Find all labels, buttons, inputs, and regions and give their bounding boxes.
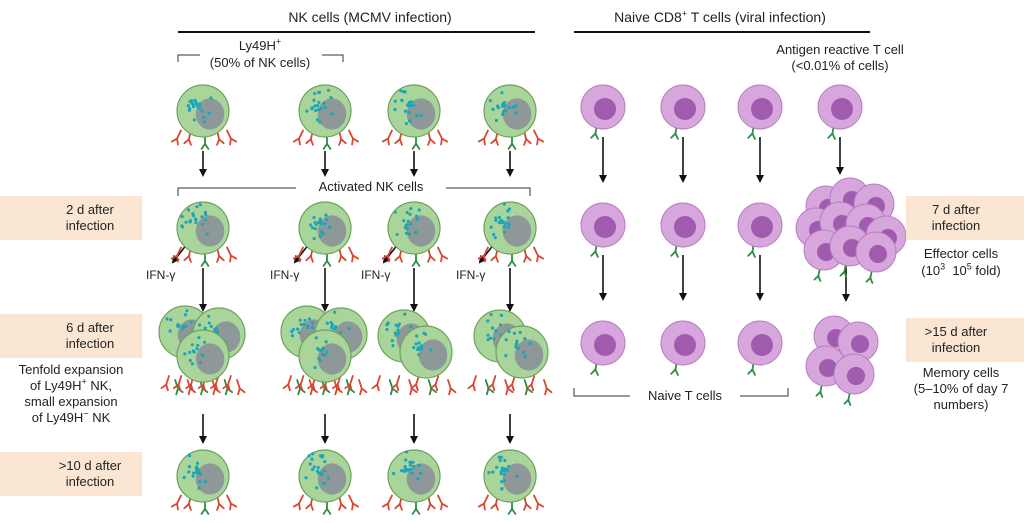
time-box-nk-6d [0,314,142,358]
effector-fold-label: (103 105 fold) [921,261,1001,278]
nk-cell-activated-1 [170,201,238,267]
naive-t-cells-label: Naive T cells [630,388,740,403]
memory-cells-label: Memory cells (5–10% of day 7 numbers) [913,365,1009,412]
activated-nk-bracket [177,187,531,196]
naive-t-cell-day15-2 [660,320,706,376]
ifn-gamma-label-4: IFN-γ [456,268,486,282]
tcell-section-title: Naive CD8+ T cells (viral infection) [614,8,826,25]
nk-cell-activated-2 [292,201,360,267]
time-box-nk-2d [0,196,142,240]
naive-t-cell-day15-1 [580,320,626,376]
naive-t-cell-day7-1 [580,202,626,258]
naive-t-cell-3 [737,84,783,140]
nk-cell-resting-4 [477,84,545,150]
ifn-gamma-label-1: IFN-γ [146,268,176,282]
connector-lines [171,31,870,444]
antigen-reactive-t-cell [817,84,863,140]
nk-cluster-expanded-4 [467,309,553,396]
antigen-reactive-fraction: (<0.01% of cells) [791,58,889,73]
naive-t-cell-2 [660,84,706,140]
naive-t-cell-day7-2 [660,202,706,258]
nk-cell-activated-4 [477,201,545,267]
time-box-t-7d [906,196,1024,240]
nk-section-title: NK cells (MCMV infection) [288,9,452,25]
ifn-gamma-label-3: IFN-γ [361,268,391,282]
nk-cell-activated-3 [381,201,449,267]
nk-cell-resting-1 [170,84,238,150]
effector-t-cell-cluster [795,177,907,284]
ly49h-bracket [177,54,344,62]
activated-nk-label: Activated NK cells [296,179,446,194]
nk-cell-memory-2 [292,449,360,515]
nk-cluster-expanded-2 [280,305,368,396]
naive-t-bracket [573,388,789,397]
ifn-gamma-label-2: IFN-γ [270,268,300,282]
nk-cell-resting-3 [381,84,449,150]
nk-cell-memory-1 [170,449,238,515]
effector-cells-label: Effector cells [923,246,999,261]
naive-t-cell-day7-3 [737,202,783,258]
time-box-t-15d [906,318,1024,362]
expansion-description: Tenfold expansion of Ly49H+ NK, small ex… [18,362,124,425]
ly49h-label: Ly49H+ [238,36,282,53]
time-box-nk-10d [0,452,142,496]
naive-t-cell-day15-3 [737,320,783,376]
nk-cluster-expanded-3 [371,309,457,396]
nk-cell-resting-2 [292,84,360,150]
cells [158,84,907,515]
ly49h-fraction: (50% of NK cells) [209,55,311,70]
nk-cell-memory-3 [381,449,449,515]
nk-cluster-expanded-1 [158,305,246,396]
antigen-reactive-label: Antigen reactive T cell [776,42,904,57]
nk-cell-memory-4 [477,449,545,515]
naive-t-cell-1 [580,84,626,140]
memory-t-cell-cluster [805,315,879,406]
